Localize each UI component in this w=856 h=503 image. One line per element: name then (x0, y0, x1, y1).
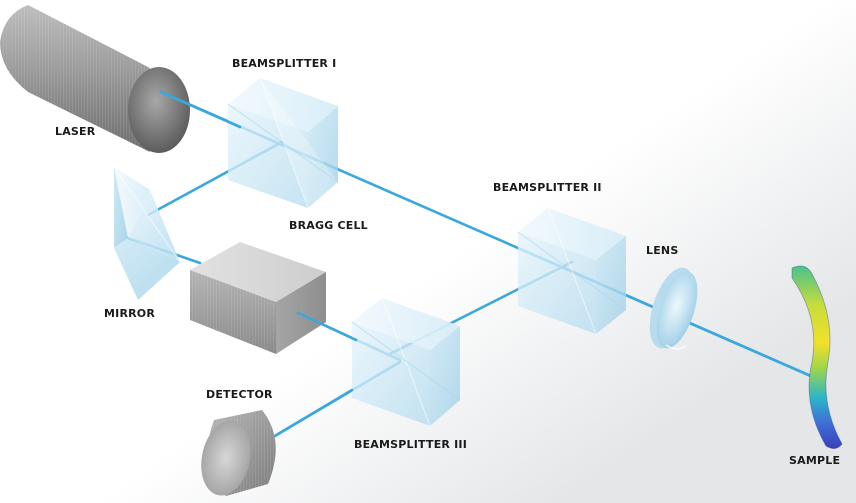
bragg-cell-icon (190, 242, 326, 354)
label-mirror: MIRROR (104, 307, 156, 320)
detector-icon (201, 410, 276, 496)
laser-icon (0, 5, 190, 153)
label-beamsplitter-3: BEAMSPLITTER III (354, 438, 467, 451)
label-sample: SAMPLE (789, 454, 841, 467)
label-detector: DETECTOR (206, 388, 273, 401)
label-lens: LENS (646, 244, 679, 257)
beamsplitter-2-icon (517, 207, 627, 335)
label-beamsplitter-1: BEAMSPLITTER I (232, 57, 337, 70)
beamsplitter-3-icon (351, 297, 461, 427)
sample-icon (791, 265, 843, 450)
label-beamsplitter-2: BEAMSPLITTER II (493, 181, 602, 194)
mirror-icon (113, 166, 181, 300)
label-laser: LASER (55, 125, 96, 138)
lens-icon (649, 267, 698, 350)
beamsplitter-1-icon (227, 77, 339, 209)
label-bragg-cell: BRAGG CELL (289, 219, 368, 232)
